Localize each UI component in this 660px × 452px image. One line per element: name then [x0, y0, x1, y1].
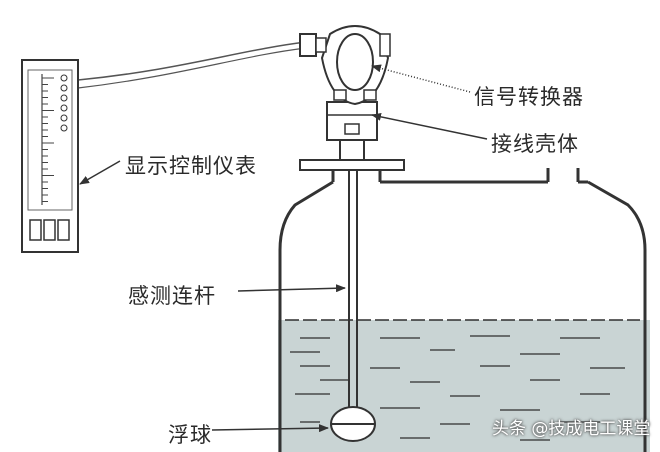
arrow-junction-housing: [371, 112, 488, 140]
transmitter-assembly: [299, 25, 405, 171]
callout-arrows: [79, 64, 488, 433]
label-signal-converter: 信号转换器: [474, 85, 584, 109]
signal-cable-2: [77, 47, 307, 89]
watermark: 头条 @技成电工课堂: [492, 419, 651, 439]
arrow-signal-converter: [371, 64, 471, 93]
liquid-surface-lines: [285, 319, 640, 441]
instrument-buttons: [29, 219, 70, 241]
display-instrument: [21, 59, 79, 253]
arrow-sensing-rod: [237, 284, 346, 293]
float-ball: [330, 406, 376, 442]
label-sensing-rod: 感测连杆: [128, 284, 216, 308]
signal-cable: [77, 41, 307, 81]
label-junction-housing: 接线壳体: [491, 132, 579, 156]
label-display-instrument: 显示控制仪表: [125, 154, 257, 178]
instrument-indicator-dots: [60, 74, 68, 132]
arrow-float-ball: [211, 424, 329, 433]
sensing-rod: [348, 170, 358, 408]
tank-liquid: [278, 319, 650, 452]
tank-body: [278, 168, 647, 452]
instrument-scale: [42, 77, 54, 202]
arrow-display-instrument: [79, 160, 121, 185]
label-float-ball: 浮球: [168, 423, 212, 447]
